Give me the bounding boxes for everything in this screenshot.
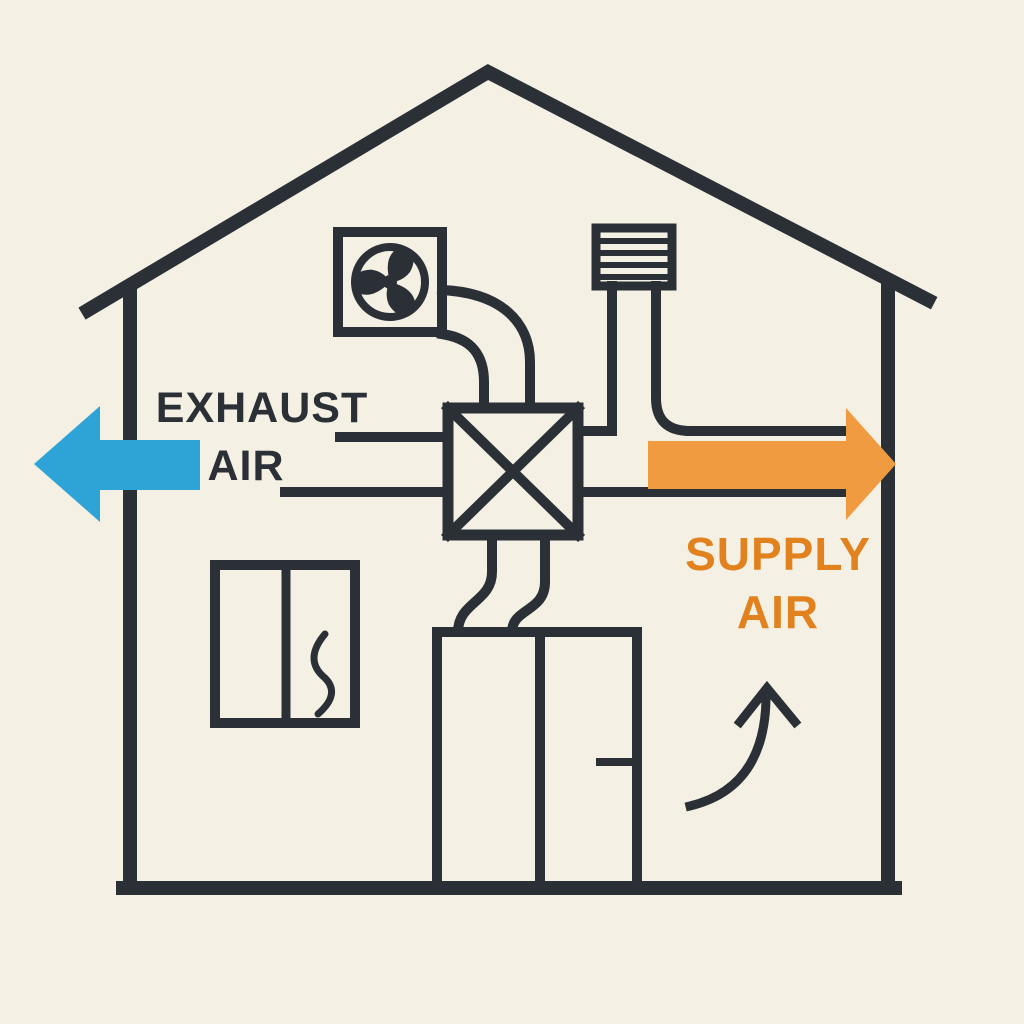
fan-housing <box>333 227 447 337</box>
exhaust-label-line2: AIR <box>207 442 284 490</box>
door-icon <box>432 627 642 893</box>
fan-blade <box>352 269 390 295</box>
fan-icon <box>352 246 416 315</box>
supply-label-line2: AIR <box>737 586 819 638</box>
duct-line <box>506 530 550 638</box>
arrow-stem <box>684 695 771 812</box>
curved-up-arrow-icon <box>684 680 802 812</box>
exchanger-cross <box>440 400 586 543</box>
grille-frame <box>591 223 677 291</box>
supply-duct <box>573 426 853 497</box>
fan-blade <box>387 246 414 282</box>
supply-label-line1: SUPPLY <box>685 528 871 580</box>
duct-line <box>436 284 535 413</box>
exhaust-label-line1: EXHAUST <box>156 384 368 432</box>
supply-arrow <box>648 408 896 520</box>
roof <box>78 63 938 320</box>
duct-line <box>651 281 696 437</box>
house-outline <box>78 63 938 895</box>
fan-duct <box>436 284 535 413</box>
line-art <box>78 63 938 895</box>
vent-grille-icon <box>591 223 677 291</box>
grille-duct <box>607 281 696 437</box>
exhaust-duct <box>280 432 453 497</box>
arrow-head <box>733 680 802 729</box>
floor-duct <box>452 530 550 638</box>
window-icon <box>210 560 360 728</box>
duct-line <box>452 530 497 638</box>
duct-line <box>436 328 489 413</box>
exhaust-arrow <box>34 406 200 522</box>
draft-squiggle-icon <box>310 630 336 718</box>
fan-blade <box>386 282 416 315</box>
